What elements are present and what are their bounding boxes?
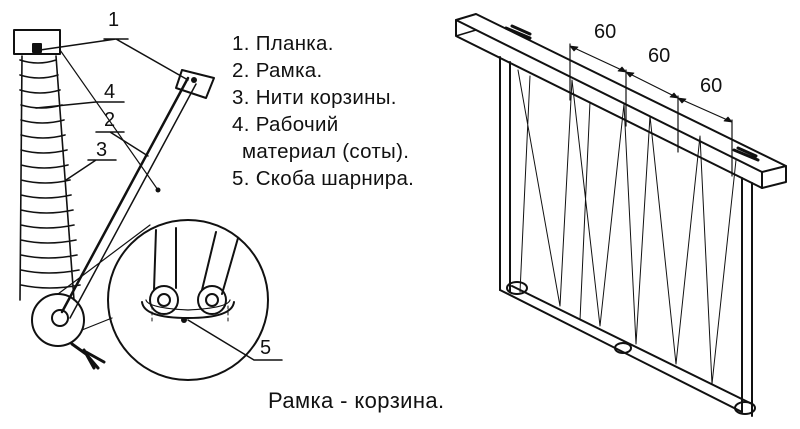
thread-tassel [70, 342, 106, 370]
top-bar-top-face [455, 13, 787, 173]
comb-outline [19, 55, 81, 301]
top-bar-end-face [761, 165, 787, 189]
legend-item-hinge-bracket: 5. Скоба шарнира. [232, 167, 415, 190]
isometric-frame [455, 13, 787, 417]
legend-item-working-material-cont: материал (соты). [242, 140, 410, 163]
dimension-lines [569, 43, 733, 177]
hinge-circle-small [31, 293, 85, 347]
callout-4: 4 [104, 81, 115, 103]
frame-bottom-bar [499, 285, 753, 413]
frame-threads [517, 69, 737, 385]
hinge-detail [107, 219, 269, 381]
top-bar-front-face [455, 19, 763, 189]
hinge-bracket [141, 301, 235, 319]
top-bar-side [13, 29, 61, 55]
basket-threads [59, 49, 159, 191]
figure-caption: Рамка - корзина. [268, 388, 445, 413]
legend-item-working-material: 4. Рабочий [232, 113, 339, 136]
callout-2: 2 [104, 109, 115, 131]
frame-right-side [741, 177, 753, 417]
legend-item-threads: 3. Нити корзины. [232, 86, 397, 109]
callout-1: 1 [108, 9, 119, 31]
frame-top-block [175, 69, 215, 99]
legend-item-ramka: 2. Рамка. [232, 59, 323, 82]
dimension-60-1: 60 [594, 21, 616, 43]
callout-leaders [35, 38, 283, 361]
side-view-figure [13, 29, 215, 370]
legend-list: 1. Планка. 2. Рамка. 3. Нити корзины. 4.… [232, 30, 414, 192]
dimension-60-2: 60 [648, 45, 670, 67]
dimension-60-3: 60 [700, 75, 722, 97]
frame-rod-side [60, 76, 190, 314]
hinge-detail-circle [107, 219, 269, 381]
callout-3: 3 [96, 139, 107, 161]
frame-left-side [499, 56, 511, 293]
legend-item-planka: 1. Планка. [232, 32, 334, 55]
callout-5: 5 [260, 337, 271, 359]
